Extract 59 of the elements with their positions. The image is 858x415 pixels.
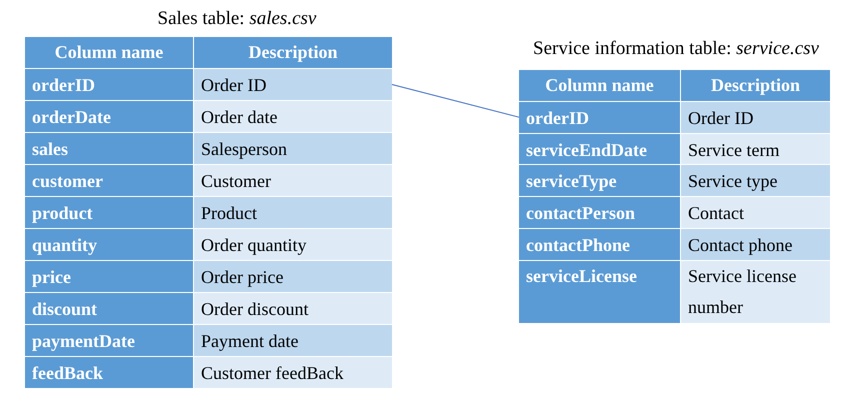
description-cell: Service term	[681, 134, 830, 164]
description-cell: Order ID	[194, 69, 392, 100]
node-label: paymentDate	[32, 331, 135, 351]
connector-line	[392, 84, 520, 118]
column-header: Column name	[519, 70, 680, 101]
node-label: discount	[32, 299, 98, 319]
field-name-cell: customer	[25, 165, 193, 196]
field-name-cell: serviceType	[519, 165, 680, 196]
node-label: orderDate	[32, 107, 111, 127]
node-label: Description	[711, 75, 800, 95]
node-label: serviceType	[526, 171, 617, 192]
description-cell: Order price	[194, 261, 392, 292]
node-label: orderID	[526, 108, 589, 128]
description-cell: Payment date	[194, 325, 392, 356]
description-cell: Customer feedBack	[194, 357, 392, 388]
description-cell: Product	[194, 197, 392, 228]
field-name-cell: discount	[25, 293, 193, 324]
node-label: customer	[32, 171, 103, 191]
node-label: serviceLicense	[526, 266, 637, 286]
field-name-cell: orderID	[25, 69, 193, 100]
node-label: orderID	[32, 75, 95, 95]
node-label: feedBack	[32, 363, 103, 383]
description-cell: Customer	[194, 165, 392, 196]
node-label: serviceEndDate	[526, 140, 647, 160]
field-name-cell: orderDate	[25, 101, 193, 132]
node-label: sales	[32, 139, 68, 159]
description-cell: Order quantity	[194, 229, 392, 260]
column-header: Description	[681, 70, 830, 101]
field-name-cell: product	[25, 197, 193, 228]
node-label: price	[32, 267, 71, 287]
column-header: Column name	[25, 37, 193, 68]
field-name-cell: serviceLicense	[519, 260, 680, 324]
description-cell: Order discount	[194, 293, 392, 324]
description-cell: Order date	[194, 101, 392, 132]
description-cell: Service license number	[681, 260, 830, 324]
field-name-cell: sales	[25, 133, 193, 164]
field-name-cell: price	[25, 261, 193, 292]
column-header: Description	[194, 37, 392, 68]
field-name-cell: contactPhone	[519, 229, 680, 260]
node-label: contactPerson	[526, 203, 635, 224]
node-label: Column name	[54, 42, 164, 62]
description-cell: Order ID	[681, 102, 830, 133]
field-name-cell: orderID	[519, 102, 680, 133]
node-label: quantity	[32, 235, 98, 255]
description-cell: Contact phone	[681, 229, 830, 260]
description-cell: Service type	[681, 165, 830, 196]
field-name-cell: quantity	[25, 229, 193, 260]
table-title: Service information table: service.csv	[533, 38, 819, 60]
description-cell: Salesperson	[194, 133, 392, 164]
description-cell: Contact	[681, 197, 830, 228]
field-name-cell: serviceEndDate	[519, 134, 680, 164]
node-label: product	[32, 203, 93, 223]
node-label: contactPhone	[526, 235, 630, 255]
field-name-cell: feedBack	[25, 357, 193, 388]
node-label: Description	[248, 42, 338, 62]
table-title: Sales table: sales.csv	[158, 8, 316, 30]
field-name-cell: paymentDate	[25, 325, 193, 356]
node-label: Column name	[545, 75, 654, 95]
field-name-cell: contactPerson	[519, 197, 680, 228]
